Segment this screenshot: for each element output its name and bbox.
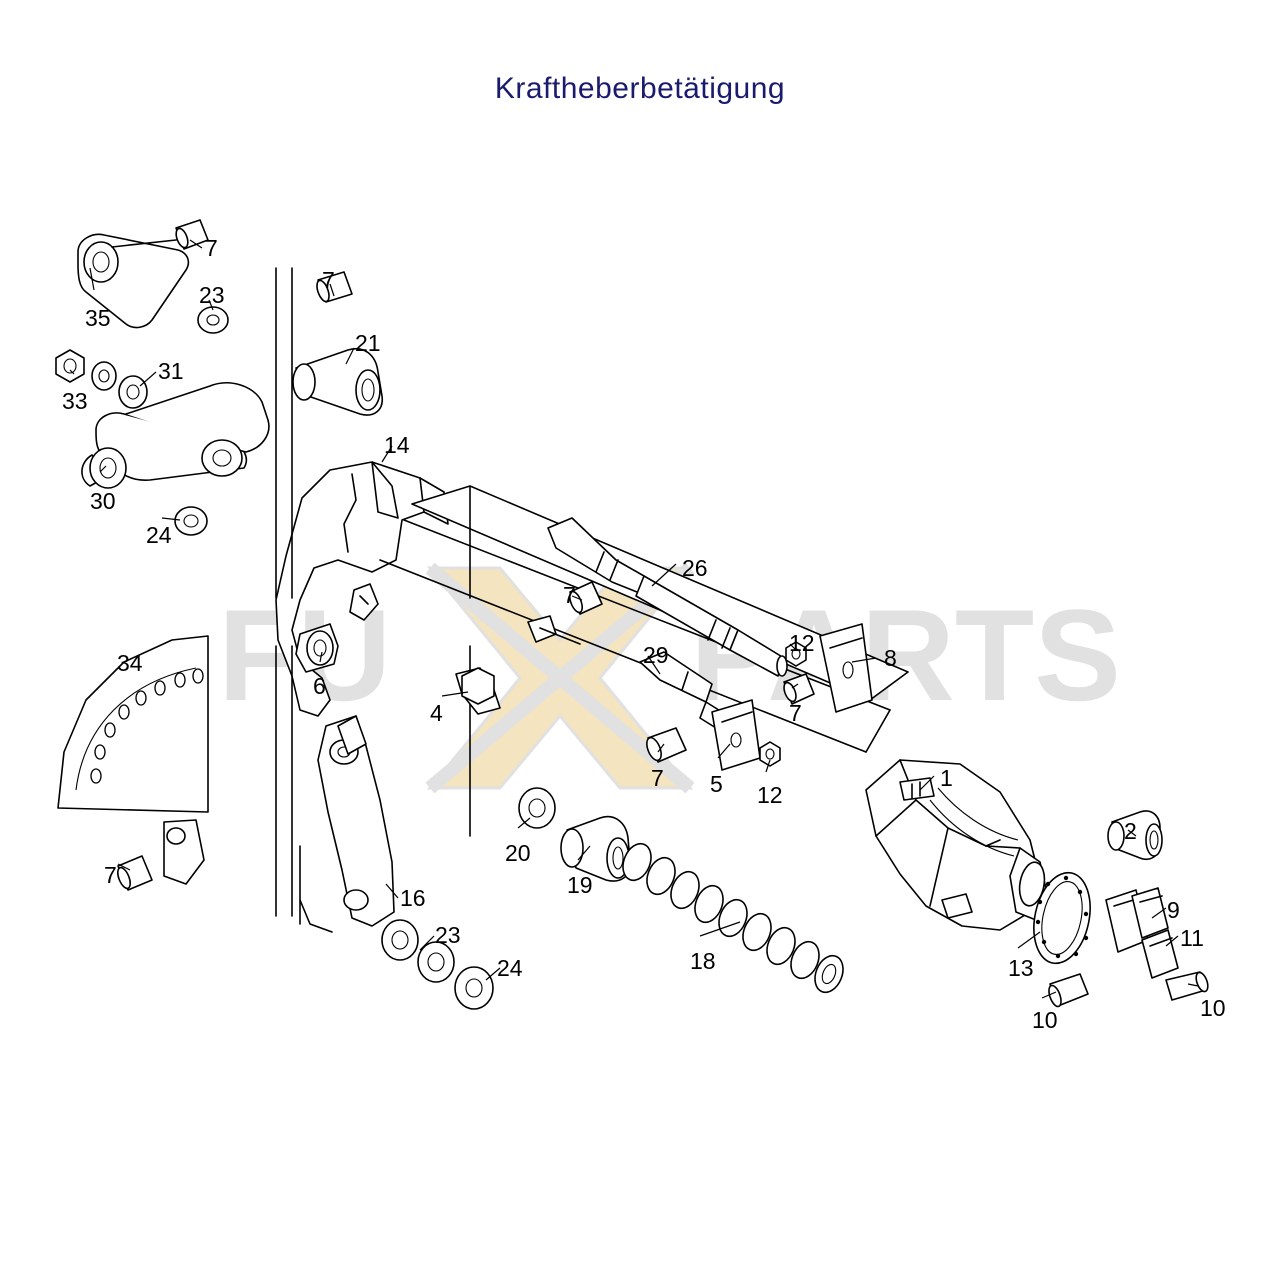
callout-number-1: 1 (940, 765, 953, 791)
callout-number-19: 19 (567, 872, 593, 898)
callout-number-6: 6 (313, 673, 326, 699)
callout-number-10: 10 (1200, 995, 1226, 1021)
callout-number-23: 23 (435, 922, 461, 948)
callout-number-7: 7 (651, 765, 664, 791)
callout-number-34: 34 (117, 650, 143, 676)
quadrant-plate-34 (57, 635, 209, 891)
callout-number-13: 13 (1008, 955, 1034, 981)
callout-number-18: 18 (690, 948, 716, 974)
callout-number-23: 23 (199, 282, 225, 308)
lower-washers (381, 919, 494, 1010)
callout-number-4: 4 (430, 700, 443, 726)
callout-number-14: 14 (384, 432, 410, 458)
spring-washer-stack (518, 787, 844, 994)
callout-number-31: 31 (158, 358, 184, 384)
callout-number-21: 21 (355, 330, 381, 356)
page-title: Kraftheberbetätigung (494, 72, 786, 105)
callout-number-7: 7 (563, 582, 576, 608)
callout-number-11: 11 (1180, 925, 1204, 951)
callout-number-12: 12 (757, 782, 783, 808)
callout-number-2: 2 (1124, 818, 1137, 844)
leader-lines (69, 239, 1199, 999)
callout-number-7: 7 (205, 235, 218, 261)
callout-number-9: 9 (1167, 897, 1180, 923)
callout-number-26: 26 (682, 555, 708, 581)
callout-number-24: 24 (146, 522, 172, 548)
callout-number-20: 20 (505, 840, 531, 866)
callout-number-7: 7 (322, 267, 335, 293)
hydraulic-housing-assembly (865, 759, 1209, 1008)
callout-number-8: 8 (884, 645, 897, 671)
callout-number-30: 30 (90, 488, 116, 514)
callout-number-16: 16 (400, 885, 426, 911)
callout-number-5: 5 (710, 771, 723, 797)
callout-number-24: 24 (497, 955, 523, 981)
callout-number-29: 29 (643, 642, 669, 668)
callout-number-7: 7 (789, 700, 802, 726)
callout-number-33: 33 (62, 388, 88, 414)
callout-number-12: 12 (789, 630, 815, 656)
callout-number-7: 7 (104, 862, 117, 888)
shaft-assembly (295, 517, 873, 771)
upper-left-linkage-assembly (55, 219, 384, 536)
callout-number-35: 35 (85, 305, 111, 331)
callout-number-10: 10 (1032, 1007, 1058, 1033)
